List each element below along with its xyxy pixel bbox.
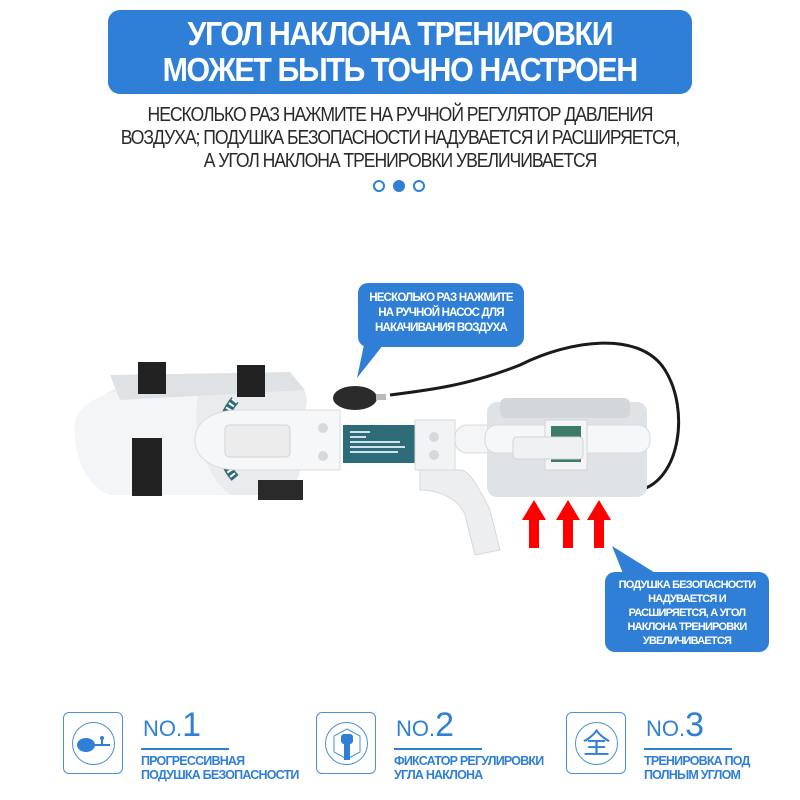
air-bulb-icon xyxy=(76,735,110,752)
callout-pump-line-2: НА РУЧНОЙ НАСОС ДЛЯ xyxy=(378,307,504,319)
callout-tail-airbag xyxy=(612,546,660,576)
callout-airbag-line-5: УВЕЛИЧИВАЕТСЯ xyxy=(642,635,732,647)
callout-pump-line-3: НАКАЧИВАНИЯ ВОЗДУХА xyxy=(375,322,508,334)
subtitle: НЕСКОЛЬКО РАЗ НАЖМИТЕ НА РУЧНОЙ РЕГУЛЯТО… xyxy=(83,104,717,173)
feature-3-text: ТРЕНИРОВКА ПОД ПОЛНЫМ УГЛОМ xyxy=(644,754,750,782)
subtitle-line-2: ВОЗДУХА; ПОДУШКА БЕЗОПАСНОСТИ НАДУВАЕТСЯ… xyxy=(120,127,681,149)
carousel-dot-3[interactable] xyxy=(413,180,425,192)
subtitle-line-3: А УГОЛ НАКЛОНА ТРЕНИРОВКИ УВЕЛИЧИВАЕТСЯ xyxy=(203,150,598,172)
title-banner: УГОЛ НАКЛОНА ТРЕНИРОВКИ МОЖЕТ БЫТЬ ТОЧНО… xyxy=(108,10,692,94)
callout-pump-line-1: НЕСКОЛЬКО РАЗ НАЖМИТЕ xyxy=(369,292,513,304)
full-angle-icon: 全 xyxy=(582,726,611,760)
feature-3-number: NO.3 xyxy=(646,706,705,744)
callout-airbag-line-1: ПОДУШКА БЕЗОПАСНОСТИ xyxy=(618,579,757,591)
callout-airbag-line-3: РАСШИРЯЕТСЯ, А УГОЛ xyxy=(628,607,746,619)
feature-3-divider xyxy=(644,748,732,750)
feature-1-text: ПРОГРЕССИВНАЯ ПОДУШКА БЕЗОПАСНОСТИ xyxy=(141,754,299,782)
callout-airbag: ПОДУШКА БЕЗОПАСНОСТИ НАДУВАЕТСЯ И РАСШИР… xyxy=(605,572,769,652)
carousel-dots xyxy=(373,180,425,192)
feature-list: NO.1 ПРОГРЕССИВНАЯ ПОДУШКА БЕЗОПАСНОСТИ … xyxy=(0,700,800,800)
knee-trainer-illustration xyxy=(74,341,681,556)
callout-pump: НЕСКОЛЬКО РАЗ НАЖМИТЕ НА РУЧНОЙ НАСОС ДЛ… xyxy=(358,283,524,347)
feature-1-icon-box xyxy=(63,712,123,774)
lock-knob-icon xyxy=(333,727,360,760)
feature-2-divider xyxy=(394,748,482,750)
callout-airbag-line-2: НАДУВАЕТСЯ И xyxy=(648,593,727,605)
feature-2: NO.2 ФИКСАТОР РЕГУЛИРОВКИ УГЛА НАКЛОНА xyxy=(316,706,556,792)
callout-airbag-line-4: НАКЛОНА ТРЕНИРОВКИ xyxy=(627,621,748,633)
title-line-1: УГОЛ НАКЛОНА ТРЕНИРОВКИ xyxy=(187,15,614,52)
feature-2-text: ФИКСАТОР РЕГУЛИРОВКИ УГЛА НАКЛОНА xyxy=(394,754,544,782)
feature-1: NO.1 ПРОГРЕССИВНАЯ ПОДУШКА БЕЗОПАСНОСТИ xyxy=(63,706,313,792)
carousel-dot-2-active[interactable] xyxy=(393,180,405,192)
subtitle-line-1: НЕСКОЛЬКО РАЗ НАЖМИТЕ НА РУЧНОЙ РЕГУЛЯТО… xyxy=(147,104,654,126)
callout-tail-pump xyxy=(357,340,387,378)
title-line-2: МОЖЕТ БЫТЬ ТОЧНО НАСТРОЕН xyxy=(162,51,639,88)
feature-1-divider xyxy=(141,748,229,750)
feature-2-icon-box xyxy=(316,712,376,774)
feature-1-number: NO.1 xyxy=(143,706,202,744)
feature-3-icon-box: 全 xyxy=(566,712,626,774)
feature-2-number: NO.2 xyxy=(396,706,455,744)
feature-3: 全 NO.3 ТРЕНИРОВКА ПОД ПОЛНЫМ УГЛОМ xyxy=(566,706,796,792)
carousel-dot-1[interactable] xyxy=(373,180,385,192)
